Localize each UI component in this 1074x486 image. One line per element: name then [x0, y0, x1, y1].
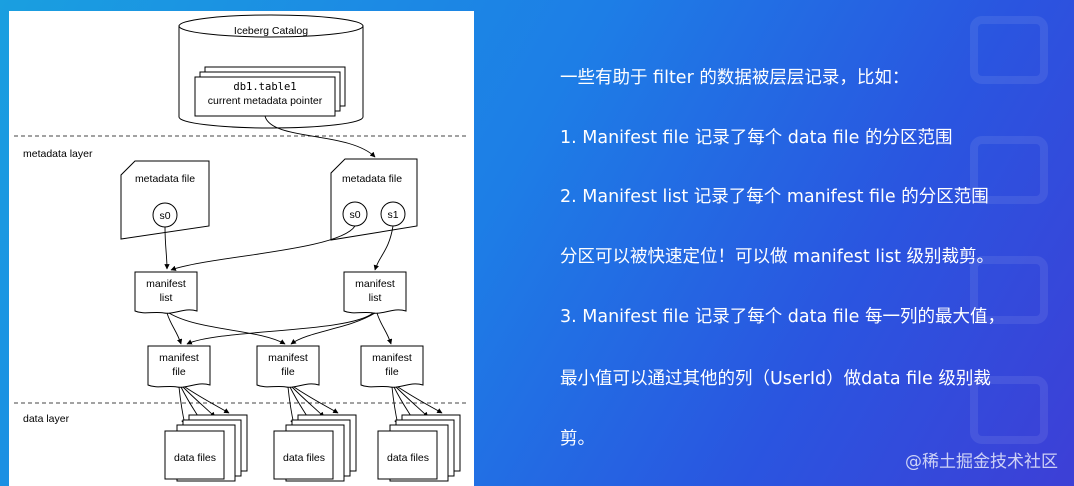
- manifest-list-label: manifest: [146, 278, 186, 290]
- catalog-pointer-arrow: [264, 115, 376, 158]
- notes-item-2-note: 分区可以被快速定位！可以做 manifest list 级别裁剪。: [560, 247, 995, 267]
- list-to-manifest-arrow: [290, 312, 376, 345]
- list-to-manifest-arrow: [168, 312, 286, 345]
- data-files-label: data files: [174, 452, 216, 464]
- snapshot-s1-label: s1: [387, 209, 398, 221]
- manifest-file-label: file: [385, 366, 399, 378]
- data-files-stack-2: data files: [273, 414, 357, 482]
- notes-intro: 一些有助于 filter 的数据被层层记录，比如：: [560, 68, 910, 88]
- data-layer-label: data layer: [23, 413, 70, 425]
- manifest-file-label: manifest: [268, 352, 308, 364]
- snapshot-s0-label: s0: [349, 209, 360, 221]
- manifest-file-label: file: [172, 366, 186, 378]
- manifest-file-label: manifest: [159, 352, 199, 364]
- data-files-label: data files: [387, 452, 429, 464]
- manifest-list-right: manifest list: [343, 271, 407, 314]
- manifest-list-label: list: [369, 292, 382, 304]
- s0-to-list-arrow: [164, 226, 170, 270]
- metadata-file-label: metadata file: [135, 173, 195, 185]
- notes-item-2: 2. Manifest list 记录了每个 manifest file 的分区…: [560, 187, 989, 207]
- list-to-manifest-arrow: [186, 312, 374, 345]
- manifest-list-label: list: [160, 292, 173, 304]
- manifest-file-1: manifest file: [147, 345, 211, 388]
- catalog-pointer-label: current metadata pointer: [208, 95, 323, 107]
- metadata-layer-label: metadata layer: [23, 148, 93, 160]
- metadata-file-right: metadata file s0 s1: [330, 158, 418, 241]
- metadata-file-left: metadata file s0: [120, 160, 210, 240]
- metadata-file-label: metadata file: [342, 173, 402, 185]
- iceberg-catalog-cylinder: Iceberg Catalog db1.table1 current metad…: [178, 14, 364, 129]
- catalog-table-name: db1.table1: [233, 81, 296, 93]
- manifest-file-label: manifest: [372, 352, 412, 364]
- s1-to-list-arrow: [373, 225, 394, 271]
- manifest-list-left: manifest list: [134, 271, 198, 314]
- snapshot-s0-label: s0: [159, 210, 170, 222]
- manifest-file-label: file: [281, 366, 295, 378]
- list-to-manifest-arrow: [376, 312, 393, 345]
- site-watermark: @稀土掘金技术社区: [905, 452, 1058, 472]
- notes-item-3-cont-2: 剪。: [560, 429, 595, 449]
- iceberg-architecture-diagram: Iceberg Catalog db1.table1 current metad…: [9, 11, 474, 486]
- diagram-svg: Iceberg Catalog db1.table1 current metad…: [14, 14, 469, 482]
- manifest-file-3: manifest file: [360, 345, 424, 388]
- notes-item-1: 1. Manifest file 记录了每个 data file 的分区范围: [560, 128, 953, 148]
- manifest-list-label: manifest: [355, 278, 395, 290]
- notes-item-3-cont-1: 最小值可以通过其他的列（UserId）做data file 级别裁: [560, 369, 991, 389]
- list-to-manifest-arrow: [166, 312, 183, 345]
- data-files-stack-1: data files: [164, 414, 248, 482]
- notes-panel: 一些有助于 filter 的数据被层层记录，比如： 1. Manifest fi…: [560, 0, 1070, 486]
- data-files-stack-3: data files: [377, 414, 461, 482]
- manifest-file-2: manifest file: [256, 345, 320, 388]
- s0-to-list-arrow: [170, 225, 356, 271]
- data-files-label: data files: [283, 452, 325, 464]
- catalog-title: Iceberg Catalog: [234, 25, 308, 37]
- notes-item-3: 3. Manifest file 记录了每个 data file 每一列的最大值…: [560, 307, 1005, 327]
